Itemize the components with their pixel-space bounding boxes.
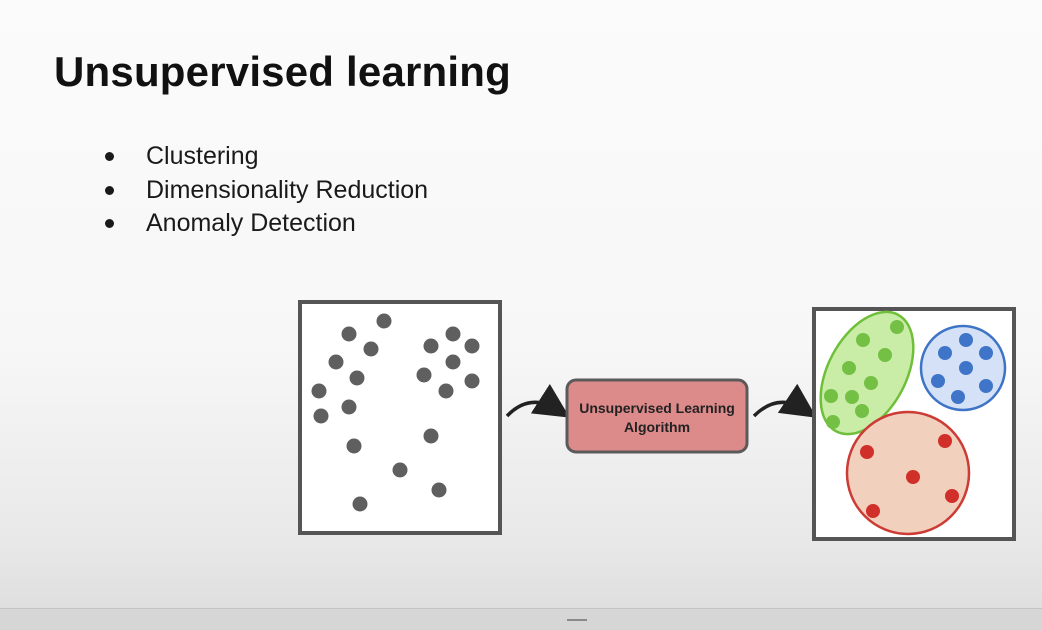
red-point <box>938 434 952 448</box>
bullet-item-clustering: Clustering <box>100 140 428 174</box>
bullet-item-dimensionality-reduction: Dimensionality Reduction <box>100 174 428 208</box>
clustered-output-box <box>812 307 1016 541</box>
blue-point <box>931 374 945 388</box>
blue-point <box>979 346 993 360</box>
red-point <box>866 504 880 518</box>
data-point <box>352 496 368 512</box>
red-point <box>945 489 959 503</box>
bullet-text: Clustering <box>146 142 259 170</box>
slide: Unsupervised learning Clustering Dimensi… <box>54 48 1016 541</box>
unlabeled-points <box>311 313 480 512</box>
green-point <box>824 389 838 403</box>
data-point <box>313 408 329 424</box>
arrow-to-clusters-icon <box>752 383 817 418</box>
input-box-frame <box>298 300 502 535</box>
data-point <box>464 338 480 354</box>
algorithm-label-line1: Unsupervised Learning <box>579 400 735 416</box>
red-cluster <box>845 410 971 536</box>
arrow-to-algorithm-icon <box>505 383 570 418</box>
blue-cluster <box>919 324 1007 412</box>
green-point <box>842 361 856 375</box>
bullet-item-anomaly-detection: Anomaly Detection <box>100 207 428 241</box>
blue-point <box>951 390 965 404</box>
green-point <box>845 390 859 404</box>
algorithm-label-line2: Algorithm <box>624 419 690 435</box>
bullet-dot-icon <box>105 185 114 195</box>
bullet-dot-icon <box>105 219 114 228</box>
data-point <box>464 373 480 389</box>
data-point <box>423 338 439 354</box>
data-point <box>445 326 461 342</box>
green-point <box>890 320 904 334</box>
data-point <box>349 370 365 386</box>
blue-point <box>938 346 952 360</box>
data-point <box>416 367 432 383</box>
slide-title: Unsupervised learning <box>54 48 511 95</box>
bullet-text: Dimensionality Reduction <box>146 175 429 204</box>
data-point <box>328 354 344 370</box>
data-point <box>346 438 362 454</box>
green-point <box>864 376 878 390</box>
red-point <box>906 470 920 484</box>
data-point <box>438 383 454 399</box>
player-bottom-bar <box>0 608 1042 630</box>
algorithm-box: Unsupervised Learning Algorithm <box>565 378 749 454</box>
clustering-diagram: Unsupervised Learning Algorithm <box>298 300 1016 541</box>
blue-point <box>959 361 973 375</box>
green-point <box>856 333 870 347</box>
algorithm-box-frame <box>565 378 749 454</box>
handle-icon[interactable] <box>567 619 587 621</box>
data-point <box>341 326 357 342</box>
data-point <box>431 482 447 498</box>
data-point <box>311 383 327 399</box>
data-point <box>376 313 392 329</box>
green-cluster <box>819 310 915 436</box>
blue-point <box>959 333 973 347</box>
red-point <box>860 445 874 459</box>
data-point <box>423 428 439 444</box>
input-data-box <box>298 300 502 535</box>
data-point <box>363 341 379 357</box>
green-point <box>878 348 892 362</box>
bullet-text: Anomaly Detection <box>146 209 356 237</box>
green-point <box>855 404 869 418</box>
blue-point <box>979 379 993 393</box>
bullet-dot-icon <box>105 152 114 161</box>
bullet-list: Clustering Dimensionality Reduction Anom… <box>100 140 428 241</box>
data-point <box>392 462 408 478</box>
data-point <box>341 399 357 415</box>
data-point <box>445 354 461 370</box>
green-cluster-boundary <box>819 310 915 436</box>
green-point <box>826 415 840 429</box>
